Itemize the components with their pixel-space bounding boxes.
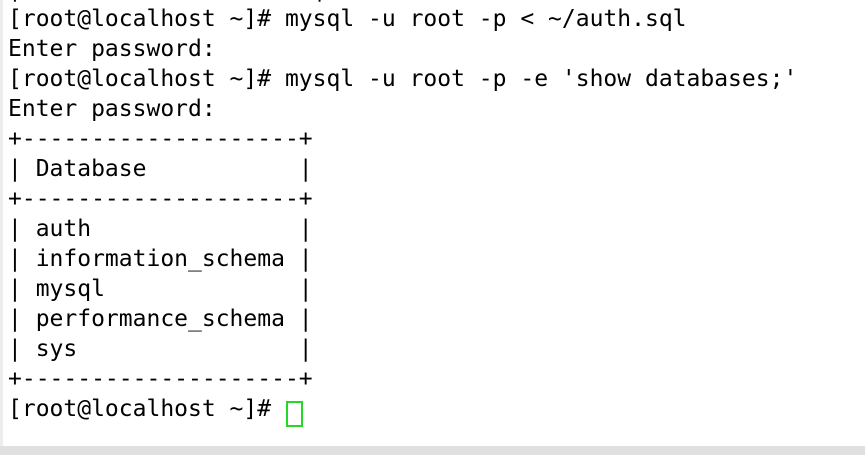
- terminal-line-clipped: | |: [8, 0, 865, 4]
- table-header-row: | Database |: [8, 156, 313, 182]
- window-bottom-edge: [0, 446, 865, 455]
- table-border-bottom: +--------------------+: [8, 366, 313, 392]
- terminal-line-password-prompt-1: Enter password:: [8, 36, 230, 62]
- window-left-edge: [0, 0, 3, 446]
- terminal-line-command-1: [root@localhost ~]# mysql -u root -p < ~…: [8, 6, 687, 32]
- prompt-line: [root@localhost ~]#: [8, 394, 865, 427]
- terminal-line-password-prompt-2: Enter password:: [8, 96, 230, 122]
- table-border-middle: +--------------------+: [8, 186, 313, 212]
- shell-prompt: [root@localhost ~]#: [8, 396, 285, 422]
- terminal-line-command-2: [root@localhost ~]# mysql -u root -p -e …: [8, 66, 798, 92]
- table-row-performance-schema: | performance_schema |: [8, 306, 313, 332]
- table-row-auth: | auth |: [8, 216, 313, 242]
- terminal-cursor[interactable]: [285, 401, 303, 427]
- terminal-output[interactable]: | | [root@localhost ~]# mysql -u root -p…: [0, 0, 865, 427]
- table-row-information-schema: | information_schema |: [8, 246, 313, 272]
- table-border-top: +--------------------+: [8, 126, 313, 152]
- table-row-sys: | sys |: [8, 336, 313, 362]
- table-row-mysql: | mysql |: [8, 276, 313, 302]
